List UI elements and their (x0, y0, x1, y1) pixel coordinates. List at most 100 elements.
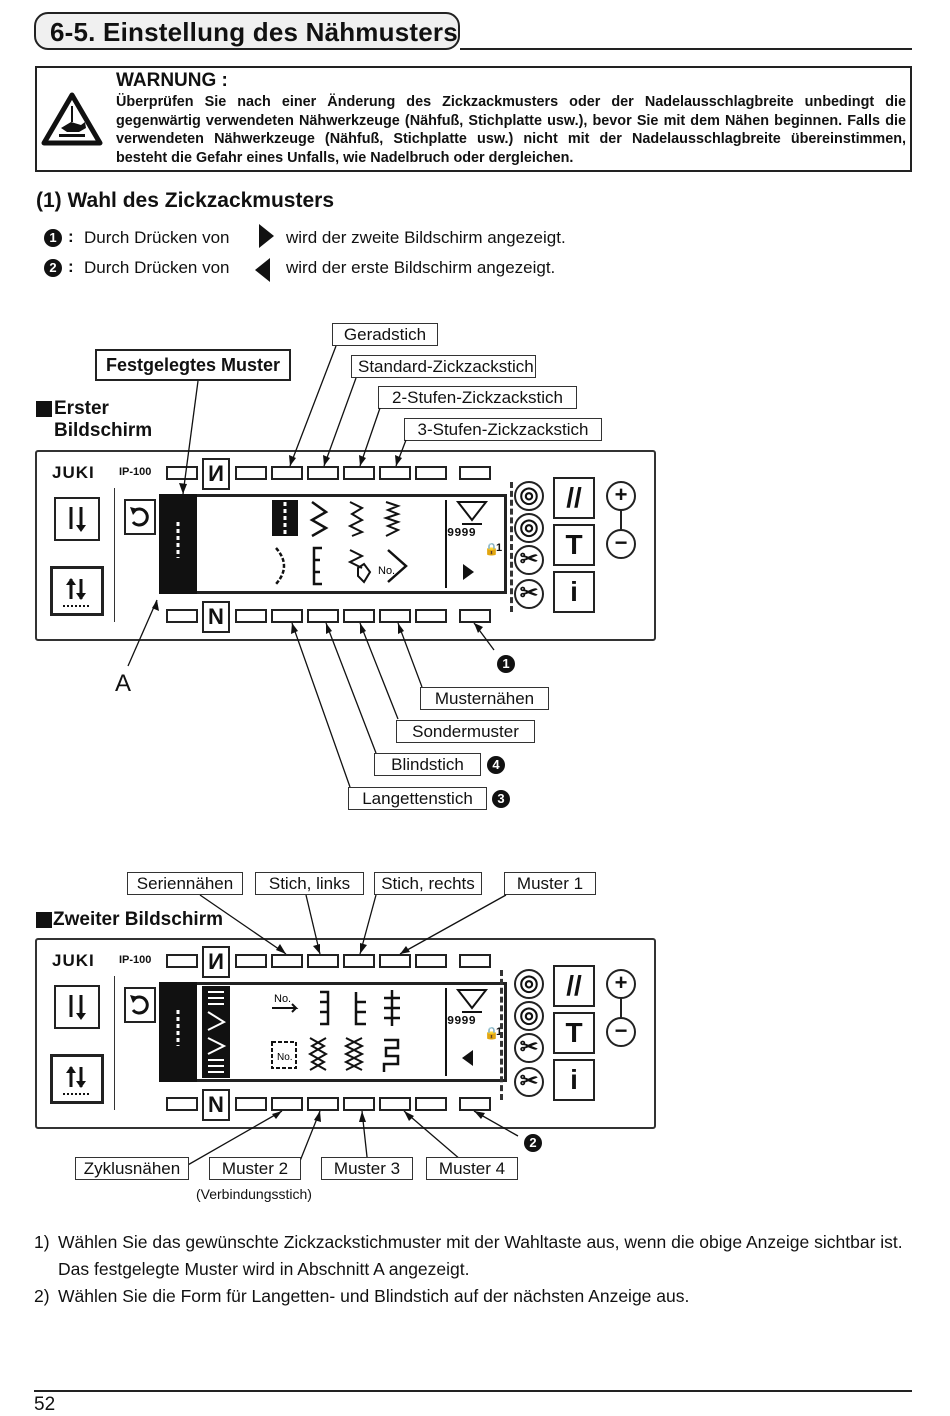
lock-count: 1 (496, 1026, 503, 1038)
reset-key[interactable] (124, 499, 156, 535)
trimmer-off-icon[interactable]: ✂ (514, 1067, 544, 1097)
panel-button[interactable] (459, 466, 491, 480)
label-festgelegtes-muster: Festgelegtes Muster (95, 349, 291, 381)
arrow-right-icon (259, 224, 274, 248)
label-muster-2: Muster 2 (209, 1157, 301, 1180)
lock-count: 1 (496, 542, 503, 554)
pattern-button-zyklusnaehen[interactable] (235, 1097, 267, 1111)
lcd-divider (445, 988, 447, 1076)
thread-trim-key[interactable] (50, 1054, 104, 1104)
panel-button[interactable] (307, 1097, 339, 1111)
panel-button[interactable] (459, 954, 491, 968)
slash-key[interactable]: // (553, 965, 595, 1007)
label-stich-rechts: Stich, rechts (374, 872, 482, 895)
refresh-icon (130, 507, 149, 527)
panel-button[interactable] (415, 466, 447, 480)
t-key[interactable]: T (553, 524, 595, 566)
screen1-heading-2: Bildschirm (54, 420, 153, 441)
stitch-icon (63, 578, 91, 607)
slash-key[interactable]: // (553, 477, 595, 519)
pattern-button-muster-2[interactable] (271, 1097, 303, 1111)
trimmer-icon[interactable]: ✂ (514, 545, 544, 575)
tension-icon[interactable]: ◎ (514, 1001, 544, 1031)
svg-text:No.: No. (378, 565, 395, 577)
stitch-counter: 9999 (447, 526, 476, 540)
panel-edge (500, 970, 507, 1100)
pattern-button-geradstich[interactable] (271, 466, 303, 480)
callout-lines-screen2 (185, 894, 519, 1167)
refresh-icon (130, 995, 149, 1015)
panel-button[interactable] (235, 466, 267, 480)
n-button[interactable]: N (202, 1089, 230, 1121)
info-key[interactable]: i (553, 1059, 595, 1101)
foot-lift-icon[interactable]: ◎ (514, 969, 544, 999)
section-marker (36, 401, 52, 417)
model-label: IP-100 (119, 466, 152, 478)
pattern-button-3stufen[interactable] (379, 466, 411, 480)
pattern-button-standard[interactable] (307, 466, 339, 480)
next-screen-button[interactable] (459, 609, 491, 623)
needle-up-down-key[interactable] (54, 497, 100, 541)
page-number: 52 (34, 1394, 56, 1415)
panel-button[interactable] (415, 954, 447, 968)
n-reverse-button[interactable]: И (202, 458, 230, 490)
title-frame (34, 12, 460, 50)
section-title: (1) Wahl des Zickzackmusters (36, 189, 334, 212)
step-colon: : (68, 227, 74, 246)
warning-text: Überprüfen Sie nach einer Änderung des Z… (116, 94, 906, 166)
tension-icon[interactable]: ◎ (514, 513, 544, 543)
pattern-button-stich-links[interactable] (307, 954, 339, 968)
step-text-after: wird der erste Bildschirm angezeigt. (286, 258, 556, 277)
svg-text:No.: No. (277, 1052, 293, 1063)
panel-button[interactable] (166, 954, 198, 968)
panel-button[interactable] (415, 1097, 447, 1111)
marker-a: A (115, 670, 132, 697)
pattern-button-muster-1[interactable] (379, 954, 411, 968)
trimmer-off-icon[interactable]: ✂ (514, 579, 544, 609)
trimmer-icon[interactable]: ✂ (514, 1033, 544, 1063)
pattern-button-seriennaehen[interactable] (271, 954, 303, 968)
n-button[interactable]: N (202, 601, 230, 633)
pattern-button-sondermuster[interactable] (343, 609, 375, 623)
panel-button[interactable] (166, 609, 198, 623)
pattern-button-blindstich[interactable] (307, 609, 339, 623)
panel-button[interactable] (166, 1097, 198, 1111)
label-langettenstich: Langettenstich (348, 787, 487, 810)
needle-up-down-key[interactable] (54, 985, 100, 1029)
screen1-heading: Erster (54, 398, 109, 419)
label-stich-links: Stich, links (255, 872, 364, 895)
t-key[interactable]: T (553, 1012, 595, 1054)
badge-arrow-2: 2 (524, 1134, 542, 1152)
thread-trim-key[interactable] (50, 566, 104, 616)
pattern-button-langette[interactable] (271, 609, 303, 623)
label-seriennaehen: Seriennähen (127, 872, 243, 895)
pattern-button-2stufen[interactable] (343, 466, 375, 480)
plus-minus-link (620, 510, 622, 530)
reset-key[interactable] (124, 987, 156, 1023)
straight-stitch-icon (176, 1010, 180, 1046)
lock-icon: 🔒 (484, 1026, 499, 1040)
pattern-button-muster-4[interactable] (379, 1097, 411, 1111)
foot-lift-icon[interactable]: ◎ (514, 481, 544, 511)
next-arrow-icon (463, 564, 474, 580)
n-reverse-button[interactable]: И (202, 946, 230, 978)
label-sondermuster: Sondermuster (396, 720, 535, 743)
stitch-icon (63, 1066, 91, 1095)
minus-key[interactable]: − (606, 1017, 636, 1047)
needle-up-down-icon (69, 507, 86, 532)
pattern-button-muster-3[interactable] (343, 1097, 375, 1111)
minus-key[interactable]: − (606, 529, 636, 559)
pattern-icons-screen1: No. (272, 500, 408, 586)
panel-button[interactable] (235, 954, 267, 968)
note-verbindungsstich: (Verbindungsstich) (196, 1186, 312, 1202)
warning-triangle-icon (41, 92, 103, 146)
prev-screen-button[interactable] (459, 1097, 491, 1111)
panel-button[interactable] (415, 609, 447, 623)
pattern-button-stich-rechts[interactable] (343, 954, 375, 968)
juki-logo: JUKI (52, 463, 95, 482)
section-a-display (159, 494, 197, 594)
pattern-button-musternaehen[interactable] (379, 609, 411, 623)
info-key[interactable]: i (553, 571, 595, 613)
panel-button[interactable] (166, 466, 198, 480)
panel-button[interactable] (235, 609, 267, 623)
